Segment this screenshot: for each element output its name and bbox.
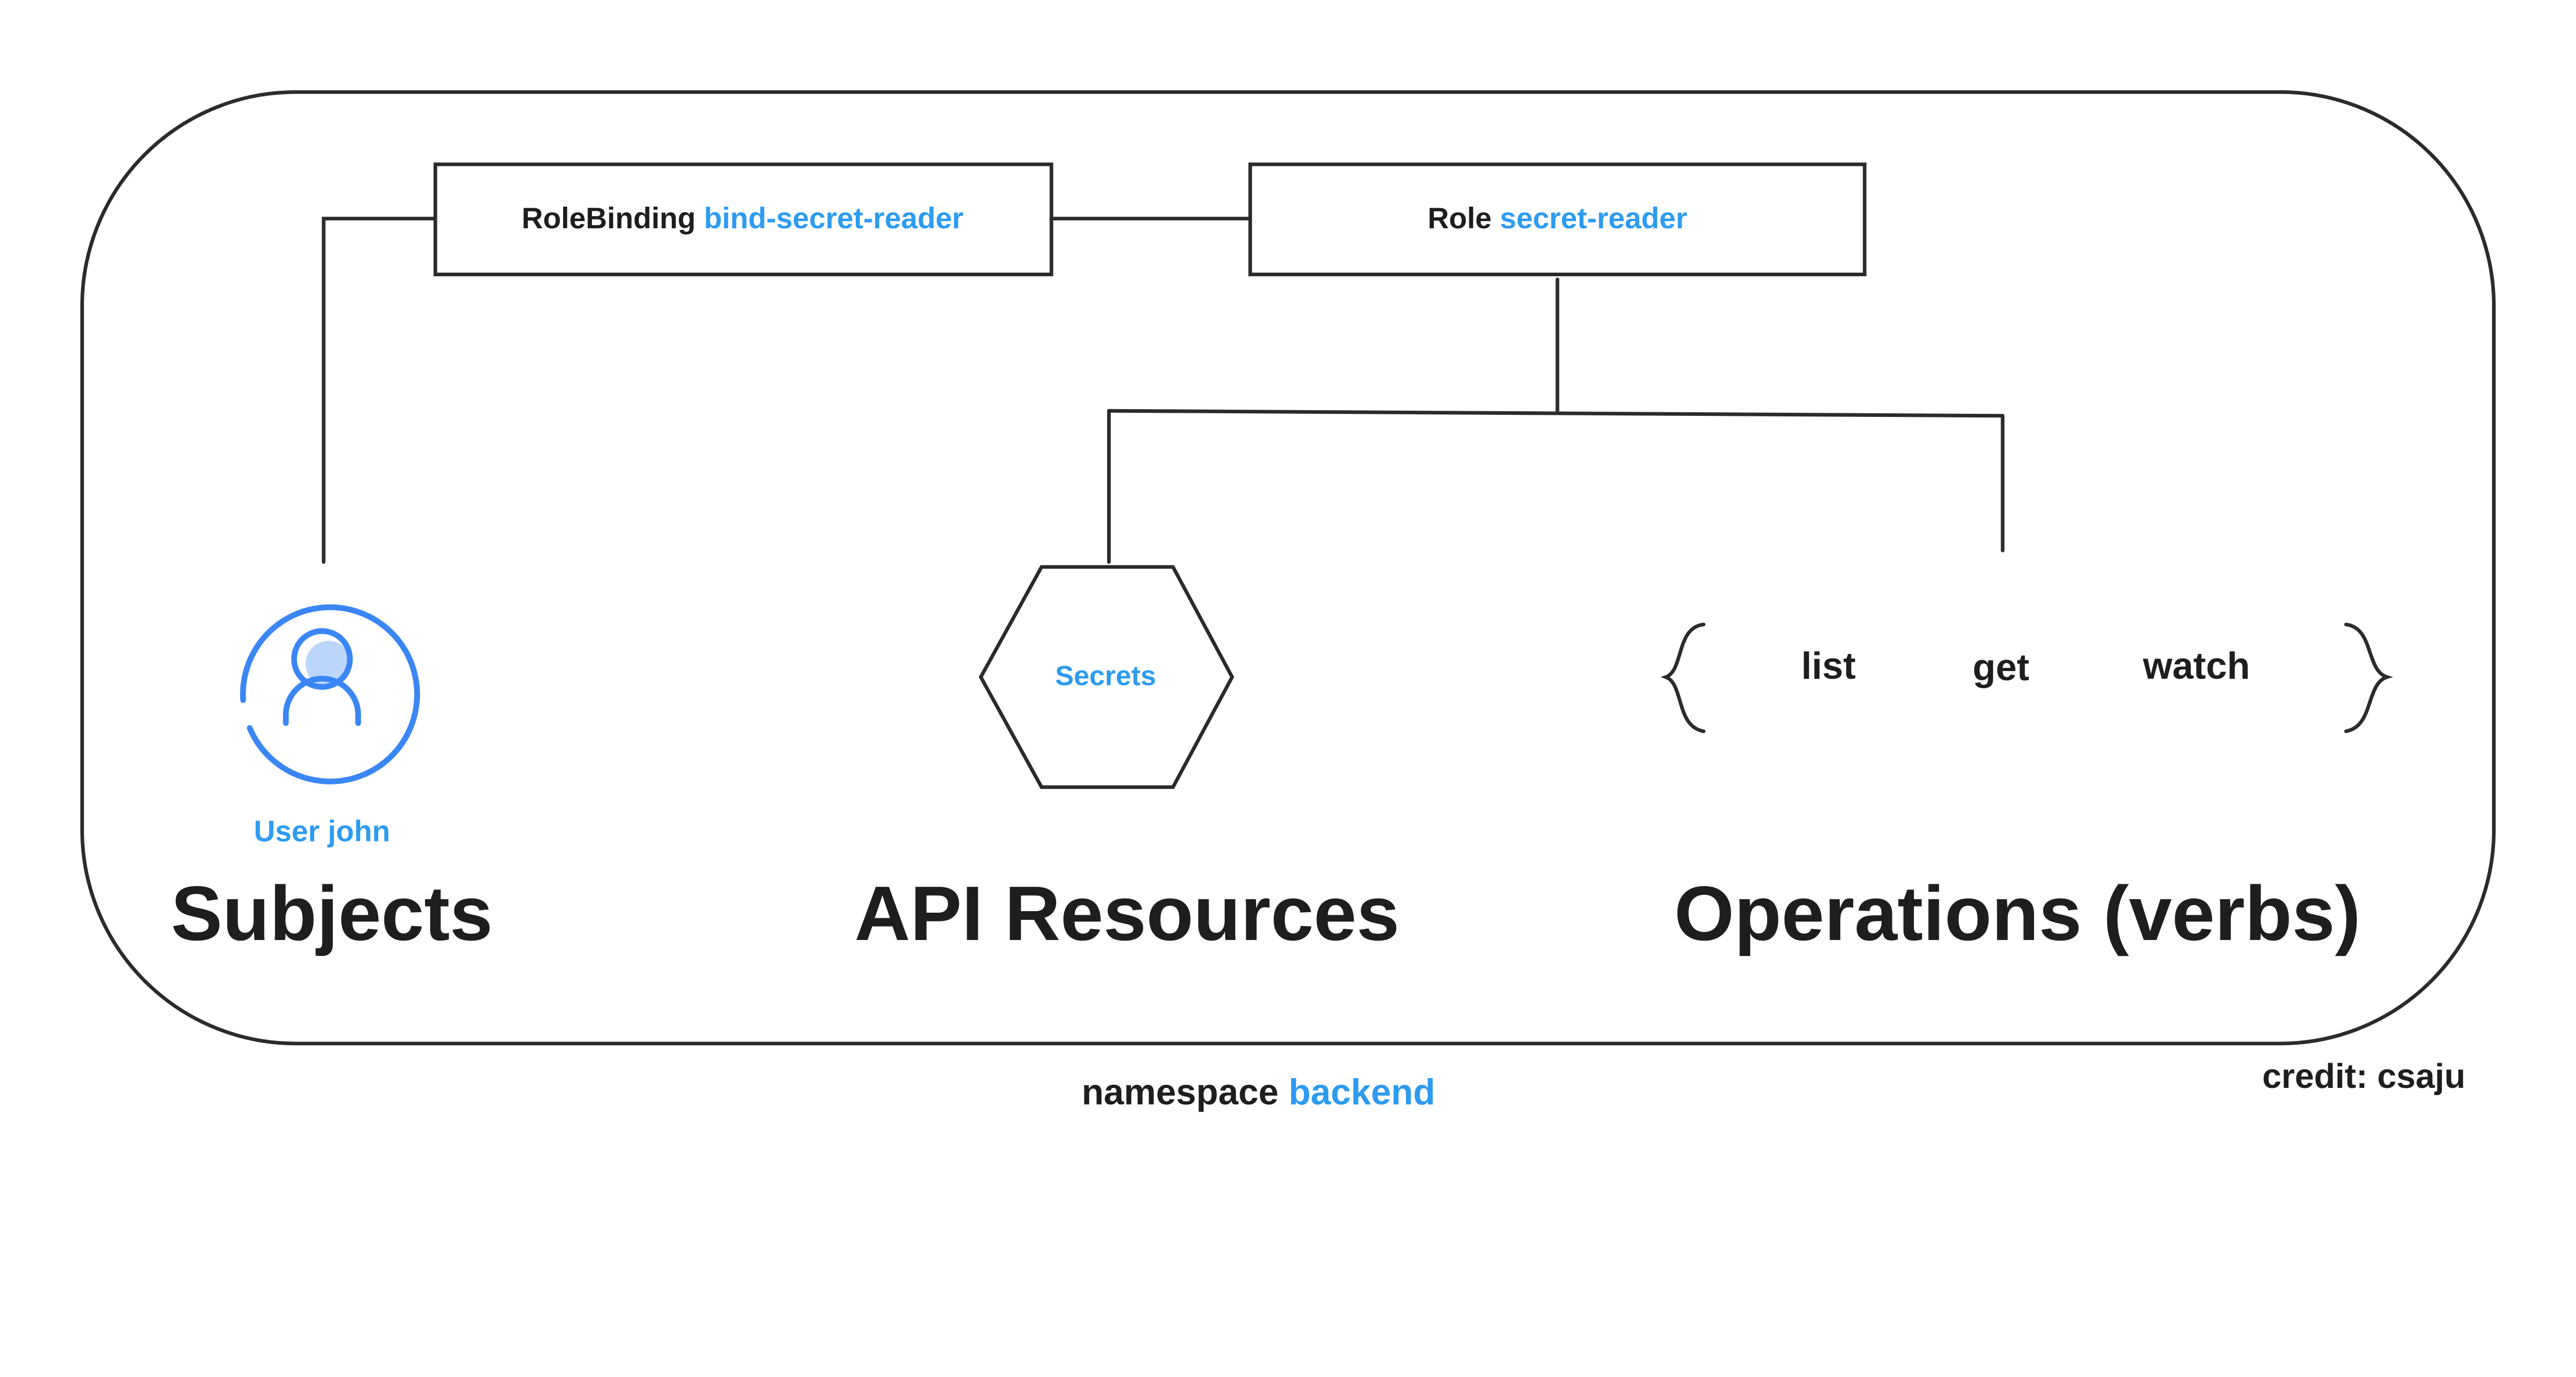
role-box[interactable]: Role secret-reader [1248,162,1867,277]
namespace-boundary [80,90,2496,1046]
connectors [321,216,2005,564]
subject-label: User john [254,815,391,848]
verb-list: list [1801,645,1856,687]
role-prefix: Role [1428,202,1492,235]
branch-connector [1107,409,2005,418]
hexagon-icon [978,565,1234,789]
resource-label: Secrets [1055,661,1156,692]
rolebinding-box[interactable]: RoleBinding bind-secret-reader [433,162,1054,277]
svg-text:RoleBinding bind-secret-reader: RoleBinding bind-secret-reader [522,202,964,235]
svg-text:namespace backend: namespace backend [1082,1071,1435,1112]
right-brace-icon [2344,623,2394,733]
namespace-name: backend [1289,1071,1435,1112]
rolebinding-prefix: RoleBinding [522,202,696,235]
svg-text:Role secret-reader: Role secret-reader [1428,202,1687,235]
subjects-heading: Subjects [171,870,493,956]
namespace-prefix: namespace [1082,1071,1279,1112]
operations-heading: Operations (verbs) [1674,870,2361,956]
credit-text: credit: csaju [2262,1057,2465,1096]
rbac-diagram: RoleBinding bind-secret-reader Role secr… [80,90,2496,1112]
rolebinding-name: bind-secret-reader [704,202,963,235]
verb-get: get [1973,646,2029,688]
api-resources-heading: API Resources [855,870,1400,956]
user-icon [240,604,420,784]
subject-connector [321,216,437,564]
left-brace-icon [1660,623,1706,733]
role-name: secret-reader [1500,202,1687,235]
verb-watch: watch [2142,645,2250,687]
